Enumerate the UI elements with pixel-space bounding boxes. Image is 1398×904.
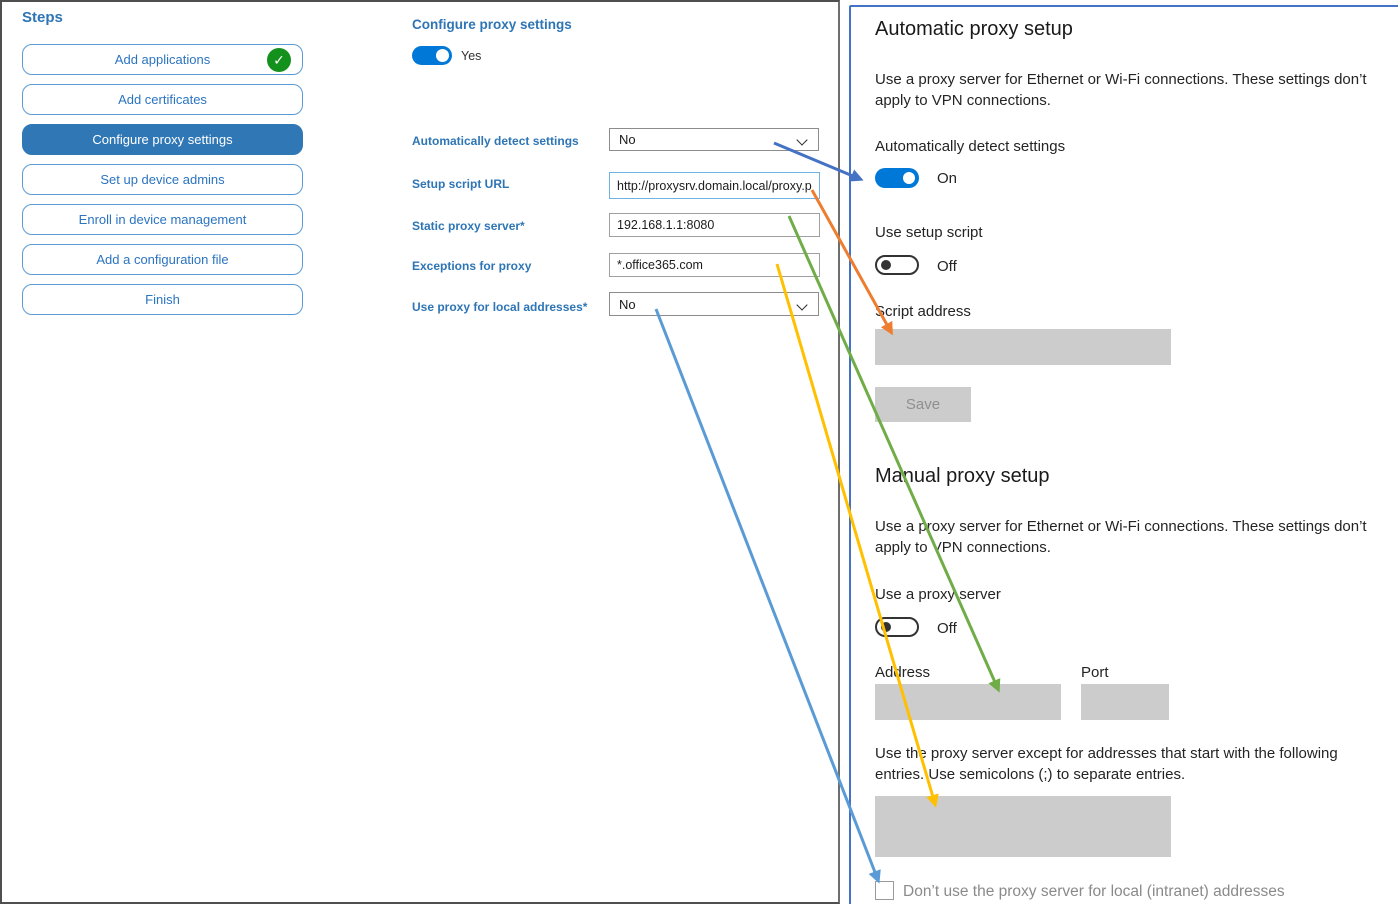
detect-settings-state: On <box>937 170 958 187</box>
local-addresses-checkbox-label: Don’t use the proxy server for local (in… <box>903 883 1285 900</box>
use-proxy-server-label: Use a proxy server <box>875 586 1001 603</box>
use-proxy-server-toggle[interactable] <box>875 617 919 637</box>
manual-proxy-description: Use a proxy server for Ethernet or Wi-Fi… <box>875 518 1367 556</box>
sidebar-item-label: Set up device admins <box>100 172 225 187</box>
auto-detect-label: Automatically detect settings <box>412 134 579 148</box>
use-setup-script-toggle[interactable] <box>875 255 919 275</box>
detect-settings-label: Automatically detect settings <box>875 138 1066 155</box>
sidebar-item-configure-proxy-settings[interactable]: Configure proxy settings <box>22 124 303 155</box>
setup-script-url-input[interactable] <box>609 172 820 199</box>
automatic-proxy-heading: Automatic proxy setup <box>875 18 1073 40</box>
use-setup-script-label: Use setup script <box>875 224 983 241</box>
exceptions-for-proxy-label: Exceptions for proxy <box>412 259 532 273</box>
port-label: Port <box>1081 664 1109 681</box>
auto-detect-dropdown[interactable]: No <box>609 128 819 151</box>
sidebar-item-label: Configure proxy settings <box>92 132 233 147</box>
script-address-label: Script address <box>875 303 971 320</box>
exceptions-for-proxy-input[interactable] <box>609 253 820 277</box>
proxy-exceptions-text: Use the proxy server except for addresse… <box>875 745 1338 783</box>
sidebar-item-add-certificates[interactable]: Add certificates <box>22 84 303 115</box>
wizard-window: Steps Add applications ✓ Add certificate… <box>0 0 840 904</box>
use-proxy-local-dropdown[interactable]: No <box>609 292 819 316</box>
configure-proxy-toggle[interactable] <box>412 46 452 65</box>
steps-title: Steps <box>22 9 63 26</box>
check-icon: ✓ <box>267 48 291 72</box>
use-setup-script-state: Off <box>937 258 957 275</box>
sidebar-item-finish[interactable]: Finish <box>22 284 303 315</box>
use-proxy-server-state: Off <box>937 620 957 637</box>
chevron-down-icon <box>796 134 808 146</box>
static-proxy-server-input[interactable] <box>609 213 820 237</box>
local-addresses-checkbox[interactable] <box>875 881 894 900</box>
script-address-input[interactable] <box>875 329 1171 365</box>
page-title: Configure proxy settings <box>412 17 572 32</box>
sidebar-item-add-applications[interactable]: Add applications ✓ <box>22 44 303 75</box>
sidebar-item-set-up-device-admins[interactable]: Set up device admins <box>22 164 303 195</box>
chevron-down-icon <box>796 299 808 311</box>
sidebar-item-label: Add certificates <box>118 92 207 107</box>
sidebar-item-label: Add applications <box>114 52 211 67</box>
sidebar-item-label: Finish <box>145 292 180 307</box>
address-label: Address <box>875 664 931 681</box>
sidebar-item-label: Enroll in device management <box>78 212 247 227</box>
sidebar-item-add-a-configuration-file[interactable]: Add a configuration file <box>22 244 303 275</box>
address-input[interactable] <box>875 684 1061 720</box>
manual-proxy-heading: Manual proxy setup <box>875 465 1050 487</box>
port-input[interactable] <box>1081 684 1169 720</box>
automatic-proxy-description: Use a proxy server for Ethernet or Wi-Fi… <box>875 71 1367 109</box>
detect-settings-toggle[interactable] <box>875 168 919 188</box>
configure-proxy-toggle-label: Yes <box>461 49 482 63</box>
sidebar-item-enroll-in-device-management[interactable]: Enroll in device management <box>22 204 303 235</box>
static-proxy-server-label: Static proxy server* <box>412 219 525 233</box>
setup-script-url-label: Setup script URL <box>412 177 510 191</box>
auto-detect-dropdown-value: No <box>619 132 636 147</box>
use-proxy-local-label: Use proxy for local addresses* <box>412 300 588 314</box>
save-button[interactable]: Save <box>875 387 971 422</box>
steps-list: Add applications ✓ Add certificates Conf… <box>22 44 303 315</box>
sidebar-item-label: Add a configuration file <box>96 252 229 267</box>
proxy-exceptions-textarea[interactable] <box>875 796 1171 857</box>
use-proxy-local-dropdown-value: No <box>619 296 636 312</box>
